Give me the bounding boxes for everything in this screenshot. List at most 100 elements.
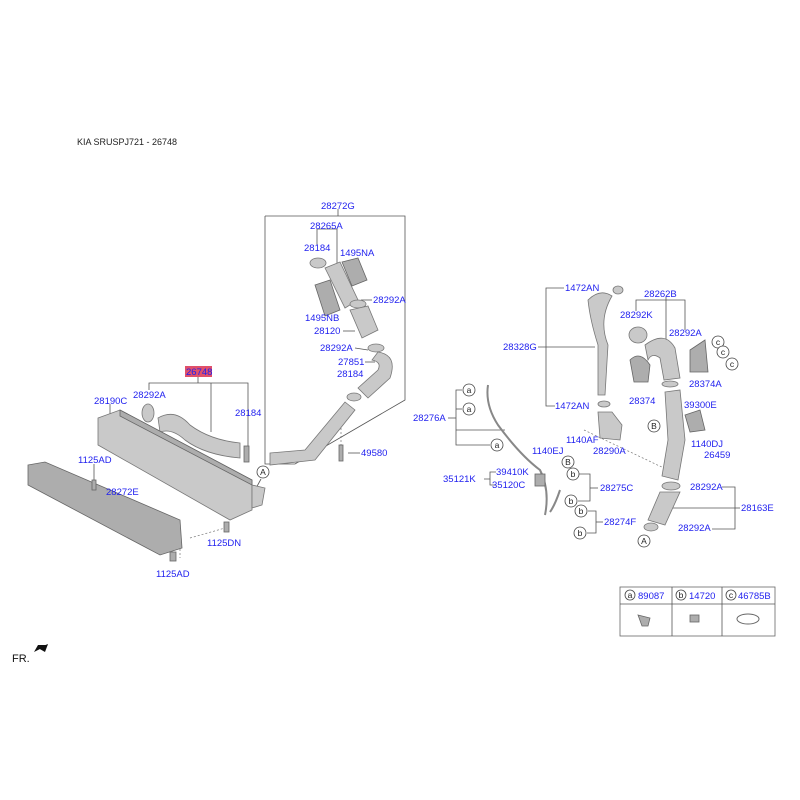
label-1140EJ[interactable]: 1140EJ: [532, 446, 564, 457]
label-39410K[interactable]: 39410K: [496, 467, 529, 478]
bolt-part: [91, 479, 97, 491]
label-1140AF[interactable]: 1140AF: [566, 435, 599, 446]
clamp-part: [309, 257, 327, 269]
callout-c[interactable]: c: [711, 335, 725, 349]
label-1495NA[interactable]: 1495NA: [340, 248, 375, 259]
pipe-part: [661, 389, 686, 481]
bracket-part: [684, 409, 706, 433]
legend-item-b[interactable]: b 14720: [675, 589, 715, 623]
callout-b[interactable]: b: [564, 494, 578, 508]
label-1125AD[interactable]: 1125AD: [78, 455, 112, 466]
label-39300E[interactable]: 39300E: [684, 400, 717, 411]
label-28290A[interactable]: 28290A: [593, 446, 626, 457]
callout-a[interactable]: a: [490, 438, 504, 452]
svg-text:B: B: [651, 421, 657, 431]
label-28292A[interactable]: 28292A: [669, 328, 702, 339]
legend-item-c[interactable]: c 46785B: [725, 589, 771, 625]
svg-text:b: b: [679, 590, 684, 600]
callout-a[interactable]: a: [462, 402, 476, 416]
resonator-part: [349, 305, 379, 339]
svg-text:c: c: [716, 337, 721, 347]
front-label: FR.: [12, 653, 30, 665]
callout-A[interactable]: A: [637, 534, 651, 548]
svg-text:a: a: [495, 440, 500, 450]
svg-text:b: b: [569, 496, 574, 506]
svg-text:A: A: [641, 536, 647, 546]
clamp-part: [141, 403, 155, 423]
label-1495NB[interactable]: 1495NB: [305, 313, 339, 324]
hose-part: [647, 491, 681, 526]
label-28262B[interactable]: 28262B: [644, 289, 677, 300]
label-26748[interactable]: 26748: [186, 367, 212, 378]
hose-part: [644, 337, 681, 381]
legend-item-a[interactable]: a 89087: [624, 589, 664, 627]
label-28292A[interactable]: 28292A: [373, 295, 406, 306]
callout-A[interactable]: A: [256, 465, 270, 479]
svg-text:a: a: [467, 385, 472, 395]
label-28184[interactable]: 28184: [304, 243, 330, 254]
air-guard-part: [27, 461, 183, 556]
diagram-title: KIA SRUSPJ721 - 26748: [77, 137, 177, 147]
label-28275C[interactable]: 28275C: [600, 483, 633, 494]
label-28274F[interactable]: 28274F: [604, 517, 636, 528]
label-1472AN[interactable]: 1472AN: [555, 401, 589, 412]
label-28374[interactable]: 28374: [629, 396, 655, 407]
hose-part: [157, 413, 241, 459]
label-35120C[interactable]: 35120C: [492, 480, 525, 491]
label-26459[interactable]: 26459: [704, 450, 730, 461]
label-28120[interactable]: 28120: [314, 326, 340, 337]
label-28374A[interactable]: 28374A: [689, 379, 722, 390]
svg-text:a: a: [628, 590, 633, 600]
label-1472AN[interactable]: 1472AN: [565, 283, 599, 294]
label-28184[interactable]: 28184: [235, 408, 261, 419]
hose-part: [357, 351, 393, 399]
label-28292A[interactable]: 28292A: [678, 523, 711, 534]
bolt-clip-icon: [637, 614, 651, 627]
clamp-part: [661, 380, 679, 388]
highlight-26748: [185, 366, 212, 377]
svg-text:b: b: [571, 469, 576, 479]
pipe-part: [269, 401, 356, 466]
label-28292A[interactable]: 28292A: [690, 482, 723, 493]
label-28190C[interactable]: 28190C: [94, 396, 127, 407]
callout-a[interactable]: a: [462, 383, 476, 397]
callout-B[interactable]: B: [647, 419, 661, 433]
clamp-part: [661, 481, 681, 491]
label-28272G[interactable]: 28272G: [321, 201, 355, 212]
label-28272E[interactable]: 28272E: [106, 487, 139, 498]
svg-text:c: c: [729, 590, 734, 600]
insulator-part: [341, 257, 368, 287]
clamp-part: [367, 343, 385, 353]
label-1125AD[interactable]: 1125AD: [156, 569, 190, 580]
label-28265A[interactable]: 28265A: [310, 221, 343, 232]
label-49580[interactable]: 49580: [361, 448, 387, 459]
svg-text:c: c: [721, 347, 726, 357]
label-28276A[interactable]: 28276A: [413, 413, 446, 424]
clamp-part: [597, 400, 611, 408]
svg-text:b: b: [579, 506, 584, 516]
label-1125DN[interactable]: 1125DN: [207, 538, 241, 549]
callout-b[interactable]: b: [573, 526, 587, 540]
label-28292K[interactable]: 28292K: [620, 310, 653, 321]
front-arrow-icon: [34, 644, 48, 652]
svg-text:A: A: [260, 467, 266, 477]
callout-c[interactable]: c: [725, 357, 739, 371]
label-28292A[interactable]: 28292A: [320, 343, 353, 354]
front-direction-indicator: FR.: [12, 644, 48, 665]
callout-B[interactable]: B: [561, 455, 575, 469]
label-28184[interactable]: 28184: [337, 369, 363, 380]
label-28292A[interactable]: 28292A: [133, 390, 166, 401]
callout-b[interactable]: b: [574, 504, 588, 518]
label-28328G[interactable]: 28328G: [503, 342, 537, 353]
label-28163E[interactable]: 28163E: [741, 503, 774, 514]
label-35121K[interactable]: 35121K: [443, 474, 476, 485]
svg-text:B: B: [565, 457, 571, 467]
label-1140DJ[interactable]: 1140DJ: [691, 439, 723, 450]
label-27851[interactable]: 27851: [338, 357, 364, 368]
svg-text:c: c: [730, 359, 735, 369]
insulator-part: [629, 355, 651, 383]
insulator-part: [689, 339, 709, 373]
callout-b[interactable]: b: [566, 467, 580, 481]
callout-c[interactable]: c: [716, 345, 730, 359]
clamp-part: [643, 522, 659, 532]
